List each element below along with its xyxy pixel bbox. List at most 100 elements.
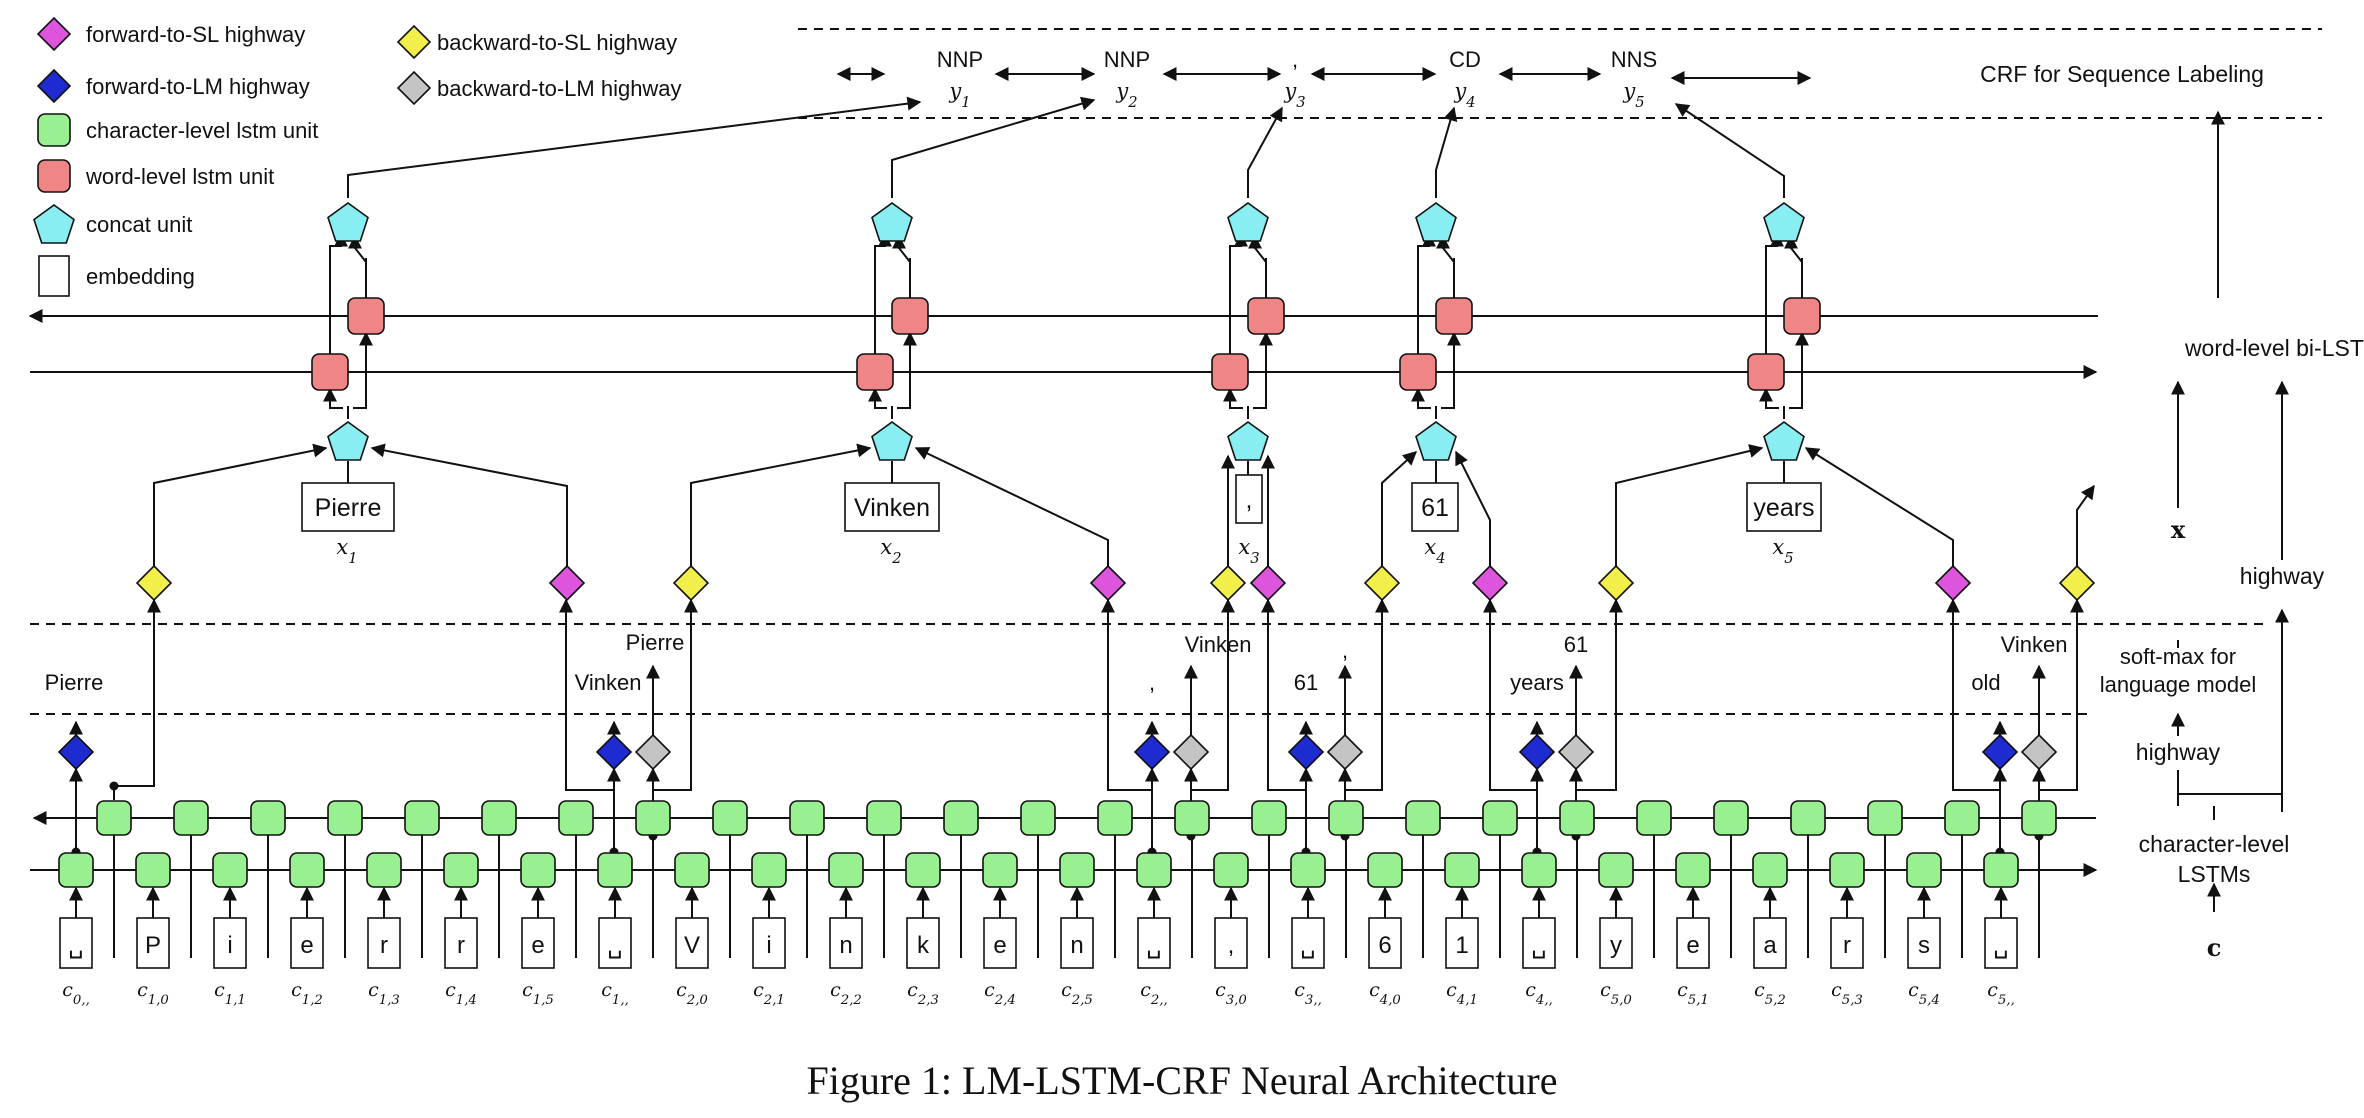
char-bwd-lstm-unit: [250, 800, 286, 836]
char-embedding-label: ␣: [68, 932, 83, 959]
char-embedding-box: [1907, 917, 1941, 969]
char-embedding-label: e: [993, 932, 1006, 959]
side-flow-arrow: [2177, 793, 2282, 806]
char-subscript: c4,0: [1369, 979, 1401, 1008]
word-bwd-lstm-unit: [1247, 297, 1285, 335]
word-embedding-box: [1235, 474, 1263, 524]
char-embedding-box: [1445, 917, 1479, 969]
char-subscript: c1,‚: [601, 979, 629, 1008]
char-subscript: c1,4: [445, 979, 477, 1008]
output-link: [1247, 106, 1283, 198]
char-bwd-lstm-unit: [789, 800, 825, 836]
concat-bottom-unit: [1763, 421, 1805, 461]
backward-to-sl-highway: [135, 564, 173, 602]
char-subscript: c5,4: [1908, 979, 1940, 1008]
forward-to-sl-highway: [1471, 564, 1509, 602]
char-fwd-lstm-unit: [1675, 852, 1711, 888]
char-subscript: c2,5: [1061, 979, 1093, 1008]
legend-label: backward-to-LM highway: [437, 76, 682, 101]
tag-label: NNP: [937, 47, 983, 72]
char-fwd-lstm-unit: [905, 852, 941, 888]
char-embedding-label: y: [1610, 932, 1622, 959]
fwd-to-concat: [1417, 232, 1436, 355]
concat-to-bwd: [897, 331, 917, 409]
char-to-sl-highway: [559, 598, 614, 791]
char-embedding-box: [444, 917, 478, 969]
char-embedding-label: e: [1686, 932, 1699, 959]
char-subscript: c1,5: [522, 979, 554, 1008]
output-link: [891, 96, 1096, 198]
backward-to-lm-highway: [634, 733, 672, 771]
tag-label: NNS: [1611, 47, 1657, 72]
char-fwd-lstm-unit: [520, 852, 556, 888]
backward-to-sl-highway: [672, 564, 710, 602]
word-embedding-box: [1411, 482, 1459, 532]
lm-forward-target: Pierre: [45, 670, 104, 695]
char-bwd-lstm-unit: [1482, 800, 1518, 836]
word-bwd-lstm-unit: [1783, 297, 1821, 335]
char-embedding-label: ␣: [1531, 932, 1546, 959]
lm-forward-target: old: [1971, 670, 2000, 695]
char-subscript: c3,‚: [1294, 979, 1322, 1008]
char-fwd-lstm-unit: [1059, 852, 1095, 888]
word-subscript: x4: [1424, 535, 1445, 567]
char-fwd-lstm-unit: [828, 852, 864, 888]
legend-forward-to-LM-highway-icon: [36, 68, 72, 104]
tag-label: ,: [1292, 47, 1298, 72]
char-embedding-label: a: [1763, 932, 1777, 959]
side-label-bilstm: word-level bi-LSTM: [2184, 335, 2364, 361]
char-embedding-box: [136, 917, 170, 969]
char-subscript: c4,‚: [1525, 979, 1553, 1008]
word-subscript: x5: [1772, 535, 1793, 567]
legend-backward-to-SL-highway-icon: [396, 24, 432, 60]
side-label-highway-top: highway: [2240, 563, 2325, 589]
char-embedding-box: [1291, 917, 1325, 969]
tag-label: CD: [1449, 47, 1481, 72]
char-to-sl-highway: [1576, 598, 1623, 791]
char-bwd-lstm-unit: [866, 800, 902, 836]
char-embedding-label: ␣: [607, 932, 622, 959]
output-link: [1435, 106, 1458, 198]
highway-to-concat: [1455, 450, 1491, 566]
char-fwd-lstm-unit: [1290, 852, 1326, 888]
char-fwd-lstm-unit: [1906, 852, 1942, 888]
char-bwd-lstm-unit: [712, 800, 748, 836]
figure-caption: Figure 1: LM-LSTM-CRF Neural Architectur…: [807, 1058, 1558, 1103]
word-embedding-label: Pierre: [315, 494, 382, 522]
forward-to-sl-highway: [1934, 564, 1972, 602]
char-embedding-label: P: [145, 932, 161, 959]
char-embedding-label: i: [227, 932, 232, 959]
char-subscript: c4,1: [1446, 979, 1478, 1008]
lm-forward-target: Vinken: [575, 670, 642, 695]
char-subscript: c5,0: [1600, 979, 1632, 1008]
char-bwd-lstm-unit: [1636, 800, 1672, 836]
char-fwd-lstm-unit: [1136, 852, 1172, 888]
output-link: [1674, 103, 1785, 198]
char-fwd-lstm-unit: [982, 852, 1018, 888]
concat-to-bwd: [1789, 331, 1809, 409]
char-embedding-label: r: [380, 932, 388, 959]
tag-label: NNP: [1104, 47, 1150, 72]
char-subscript: c1,2: [291, 979, 323, 1008]
char-fwd-lstm-unit: [1521, 852, 1557, 888]
side-label-highway-bottom: highway: [2136, 739, 2221, 765]
char-bwd-lstm-unit: [173, 800, 209, 836]
char-subscript: c2,2: [830, 979, 862, 1008]
char-fwd-lstm-unit: [1983, 852, 2019, 888]
forward-to-lm-highway: [57, 733, 95, 771]
backward-to-lm-highway: [2020, 733, 2058, 771]
lm-backward-target: Vinken: [2001, 632, 2068, 657]
forward-to-lm-highway: [1981, 733, 2019, 771]
highway-to-concat: [153, 443, 328, 566]
char-embedding-label: 6: [1378, 932, 1391, 959]
char-embedding-box: [521, 917, 555, 969]
char-bwd-lstm-unit: [1559, 800, 1595, 836]
char-to-sl-highway: [1483, 598, 1537, 791]
word-fwd-lstm-unit: [311, 353, 349, 391]
char-embedding-box: [1060, 917, 1094, 969]
char-to-sl-highway: [113, 598, 161, 800]
tag-subscript: y1: [948, 79, 970, 111]
legend-label: concat unit: [86, 212, 192, 237]
fwd-to-concat: [1765, 232, 1784, 355]
